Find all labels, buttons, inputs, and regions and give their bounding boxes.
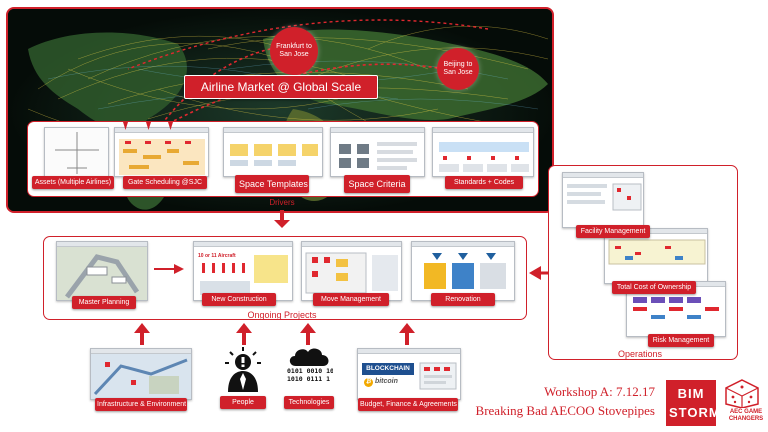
new-construction-note: 10 or 11 Aircraft: [198, 253, 236, 259]
infrastructure-graphic: [91, 354, 191, 399]
infrastructure-up-arrow: [134, 323, 150, 345]
gate-scheduling-thumbnail: [114, 127, 209, 177]
operations-caption: Operations: [617, 349, 663, 359]
budget-graphic: [419, 362, 457, 390]
standards-thumbnail: [432, 127, 534, 177]
ongoing-item-master-planning: Master Planning: [72, 296, 136, 309]
operations-item-risk-management: Risk Management: [648, 334, 714, 347]
workshop-date: Workshop A: 7.12.17: [544, 384, 655, 399]
people-icon: [225, 347, 261, 392]
ongoing-caption: Ongoing Projects: [247, 310, 317, 320]
workshop-title: Breaking Bad AECOO Stovepipes: [475, 403, 655, 418]
drivers-down-arrow: [274, 210, 290, 228]
operations-item-facility-management: Facility Management: [576, 225, 650, 238]
dice-icon: [725, 379, 759, 409]
new-construction-thumbnail: 10 or 11 Aircraft: [193, 241, 293, 301]
ongoing-item-move-management: Move Management: [313, 293, 389, 306]
space-criteria-thumbnail: [330, 127, 425, 177]
btn-storm-text: BIM STORM: [669, 386, 721, 420]
drivers-item-gate-scheduling: Gate Scheduling @SJC: [123, 176, 207, 189]
templates-graphic: [230, 144, 318, 166]
risk-graphic: [633, 297, 719, 319]
facility-graphic: [567, 183, 642, 211]
budget-thumbnail: BLOCKCHAIN ₿ bitcoin: [357, 348, 461, 400]
standards-graphic: [439, 142, 529, 172]
binary-text: 0101 0010 10 1010 0111 1 10 1: [287, 368, 333, 383]
operations-item-total-cost: Total Cost of Ownership: [612, 281, 696, 294]
blockchain-logo: BLOCKCHAIN: [362, 363, 414, 375]
schedule-grid: [119, 139, 205, 175]
construction-graphic: [200, 255, 288, 295]
ongoing-item-renovation: Renovation: [431, 293, 495, 306]
input-people: People: [220, 396, 266, 409]
beijing-route-badge: Beijing to San Jose: [437, 48, 479, 90]
drivers-caption: Drivers: [269, 198, 295, 207]
infrastructure-thumbnail: [90, 348, 192, 400]
people-up-arrow: [236, 323, 252, 345]
technologies-up-arrow: [300, 323, 316, 345]
bitcoin-b-icon: ₿: [364, 378, 373, 387]
criteria-graphic: [339, 142, 417, 170]
master-to-construction-arrow: [154, 264, 184, 274]
drivers-item-standards-codes: Standards + Codes: [445, 176, 523, 189]
gate-arrows: [123, 122, 173, 130]
btn-storm-logo: BIM STORM: [666, 380, 721, 426]
facility-management-thumbnail: [562, 172, 644, 228]
aircraft-icon: [55, 132, 99, 174]
move-graphic: [305, 252, 398, 294]
drivers-item-space-criteria: Space Criteria: [344, 175, 410, 193]
bitcoin-logo: ₿ bitcoin: [364, 378, 398, 387]
master-planning-thumbnail: [56, 241, 148, 301]
map-title: Airline Market @ Global Scale: [184, 75, 378, 99]
space-templates-thumbnail: [223, 127, 323, 177]
cloud-icon: [289, 348, 329, 366]
move-management-thumbnail: [301, 241, 402, 301]
site-plan-graphic: [57, 247, 147, 300]
drivers-item-space-templates: Space Templates: [235, 175, 309, 193]
renovation-graphic: [424, 253, 506, 289]
aec-text: AEC GAME CHANGERS: [728, 409, 764, 422]
input-technologies: Technologies: [284, 396, 334, 409]
drivers-item-assets: Assets (Multiple Airlines): [32, 176, 114, 189]
budget-up-arrow: [399, 323, 415, 345]
frankfurt-route-badge: Frankfurt to San Jose: [270, 27, 318, 75]
assets-thumbnail: [44, 127, 109, 177]
renovation-thumbnail: [411, 241, 515, 301]
input-infrastructure-environment: Infrastructure & Environment: [95, 398, 187, 411]
aec-game-changers-logo: AEC GAME CHANGERS: [722, 378, 766, 428]
ongoing-item-new-construction: New Construction: [202, 293, 276, 306]
tco-graphic: [608, 239, 706, 265]
input-budget-finance: Budget, Finance & Agreements: [358, 398, 458, 411]
